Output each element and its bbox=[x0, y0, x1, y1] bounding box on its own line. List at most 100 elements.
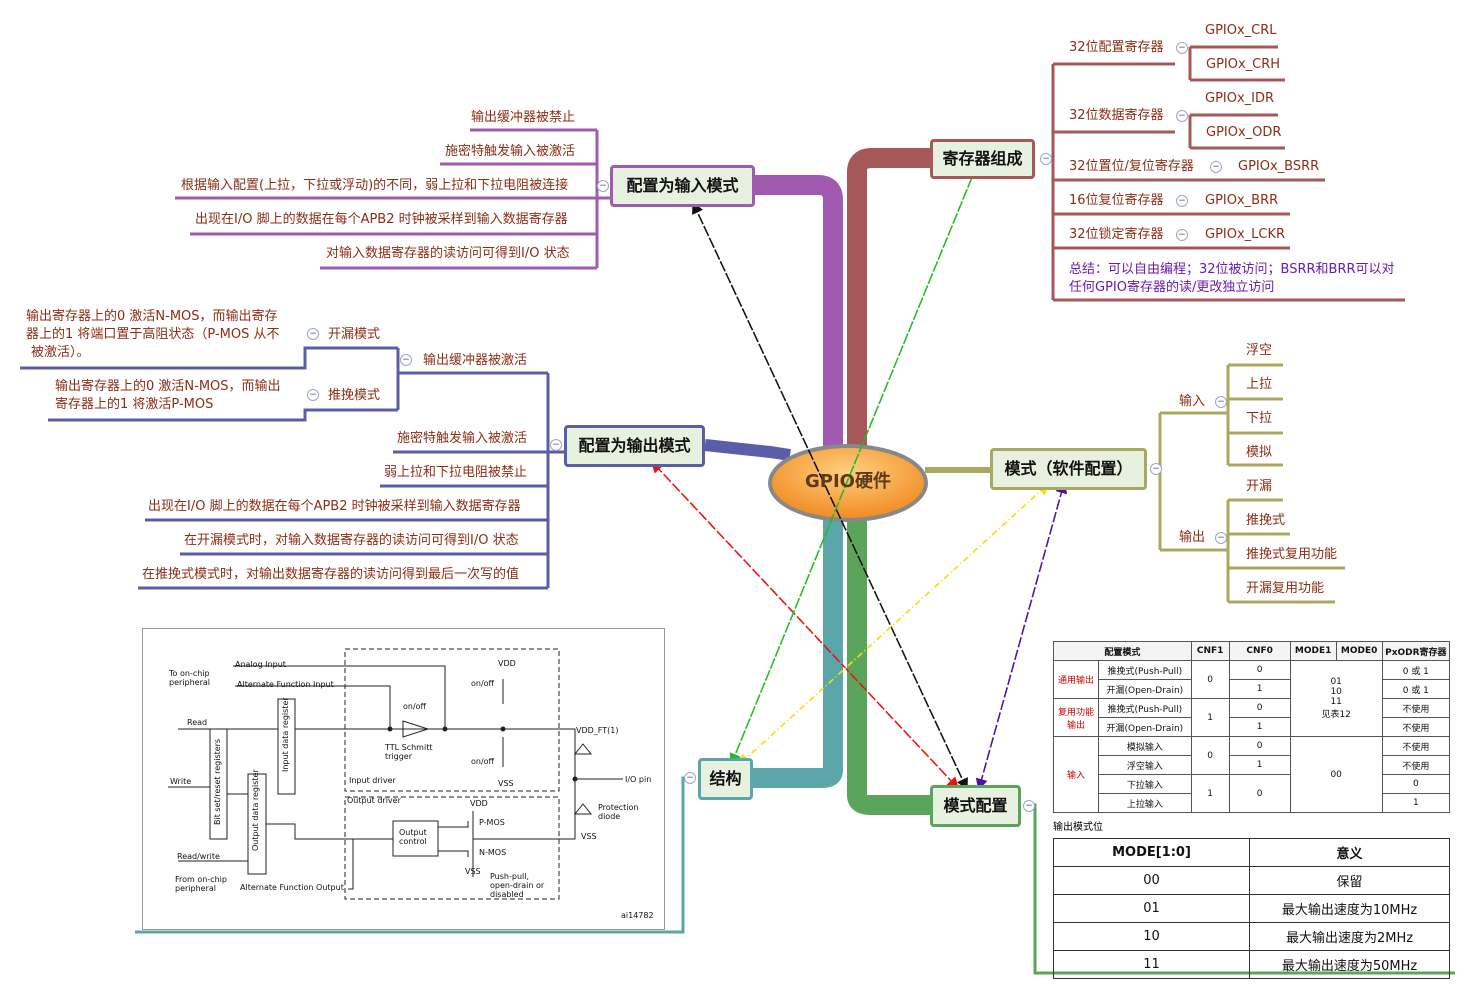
th-cnf1: CNF1 bbox=[1190, 641, 1230, 661]
sch-diode: diode bbox=[598, 812, 621, 821]
collapse-icon[interactable]: − bbox=[684, 772, 696, 784]
sch-open-drain: open-drain or bbox=[490, 881, 545, 890]
input-item-5: 对输入数据寄存器的读访问可得到I/O 状态 bbox=[326, 246, 570, 261]
cfg-cell: 0 bbox=[1228, 774, 1291, 813]
collapse-icon[interactable]: − bbox=[550, 439, 562, 451]
cfg-cell: 不使用 bbox=[1381, 698, 1451, 718]
soft-input-floating: 浮空 bbox=[1246, 343, 1273, 358]
cfg-cell: 1 bbox=[1381, 793, 1451, 813]
cfg-cell: 推挽式(Push-Pull) bbox=[1098, 660, 1192, 680]
sch-push-pull: Push-pull, bbox=[490, 872, 530, 881]
cfg-cell: 上拉输入 bbox=[1098, 793, 1192, 813]
cfg-cell: 1 bbox=[1228, 717, 1291, 737]
cfg-cell: 0 bbox=[1228, 660, 1291, 680]
gpio-structure-schematic: To on-chip peripheral Analog Input Alter… bbox=[142, 628, 665, 930]
mode-cell: 01 bbox=[1053, 894, 1250, 923]
soft-mode-node[interactable]: 模式（软件配置） bbox=[990, 448, 1147, 490]
collapse-icon[interactable]: − bbox=[1176, 42, 1188, 54]
cfg-cell: 1 bbox=[1228, 679, 1291, 699]
push-pull-label: 推挽模式 bbox=[328, 388, 381, 403]
th-meaning: 意义 bbox=[1249, 838, 1450, 867]
cfg-cell: 1 bbox=[1190, 698, 1230, 737]
reg-crl: GPIOx_CRL bbox=[1205, 23, 1277, 38]
cfg-cell: 开漏(Open-Drain) bbox=[1098, 717, 1192, 737]
input-mode-node[interactable]: 配置为输入模式 bbox=[610, 165, 755, 207]
sch-write: Write bbox=[170, 777, 192, 786]
cfg-cell: 不使用 bbox=[1381, 755, 1451, 775]
sch-vss: VSS bbox=[498, 779, 514, 788]
collapse-icon[interactable]: − bbox=[1215, 396, 1227, 408]
push-pull-desc-1: 输出寄存器上的0 激活N-MOS，而输出 bbox=[55, 379, 281, 394]
sch-analog-input: Analog Input bbox=[235, 660, 286, 669]
th-mode: MODE[1:0] bbox=[1053, 838, 1250, 867]
sch-vdd2: VDD bbox=[470, 799, 488, 808]
soft-output-pp-af: 推挽式复用功能 bbox=[1246, 547, 1338, 562]
open-drain-desc-2: 器上的1 将端口置于高阻状态（P-MOS 从不 bbox=[26, 327, 280, 342]
soft-output-label: 输出 bbox=[1179, 530, 1206, 545]
cfg-cell: 不使用 bbox=[1381, 736, 1451, 756]
sch-odr: Output data register bbox=[251, 769, 260, 851]
mode-cell: 最大输出速度为10MHz bbox=[1249, 894, 1450, 923]
sch-onoff-1: on/off bbox=[471, 679, 495, 688]
collapse-icon[interactable]: − bbox=[1150, 463, 1162, 475]
th-mode1: MODE1 bbox=[1289, 641, 1337, 661]
sch-input-driver: Input driver bbox=[349, 776, 396, 785]
sch-read: Read bbox=[187, 718, 208, 727]
collapse-icon[interactable]: − bbox=[1040, 153, 1052, 165]
center-node[interactable]: GPIO硬件 bbox=[805, 471, 891, 492]
input-item-2: 施密特触发输入被激活 bbox=[445, 144, 576, 159]
sch-disabled: disabled bbox=[490, 890, 524, 899]
sch-output-driver: Output driver bbox=[347, 796, 401, 805]
soft-output-pp: 推挽式 bbox=[1246, 513, 1286, 528]
open-drain-desc-1: 输出寄存器上的0 激活N-MOS，而输出寄存 bbox=[26, 309, 278, 324]
collapse-icon[interactable]: − bbox=[1215, 532, 1227, 544]
collapse-icon[interactable]: − bbox=[400, 354, 412, 366]
reg-odr: GPIOx_ODR bbox=[1206, 125, 1282, 140]
output-item-2: 弱上拉和下拉电阻被禁止 bbox=[384, 465, 528, 480]
output-item-4: 在开漏模式时，对输入数据寄存器的读访问可得到I/O 状态 bbox=[184, 533, 519, 548]
sch-peripheral2: peripheral bbox=[175, 884, 216, 893]
collapse-icon[interactable]: − bbox=[307, 328, 319, 340]
mode-cell: 最大输出速度为2MHz bbox=[1249, 922, 1450, 951]
sch-vss2: VSS bbox=[465, 867, 481, 876]
output-item-5: 在推挽式模式时，对输出数据寄存器的读访问得到最后一次写的值 bbox=[142, 567, 520, 582]
mode-val: 11 bbox=[1330, 697, 1342, 707]
cfg-cell: 下拉输入 bbox=[1098, 774, 1192, 794]
cfg-cell: 推挽式(Push-Pull) bbox=[1098, 698, 1192, 718]
sch-nmos: N-MOS bbox=[479, 848, 507, 857]
output-mode-node[interactable]: 配置为输出模式 bbox=[564, 425, 705, 467]
cfg-cell: 模拟输入 bbox=[1098, 736, 1192, 756]
cfg-cell: 0 bbox=[1228, 698, 1291, 718]
input-item-3: 根据输入配置(上拉，下拉或浮动)的不同，弱上拉和下拉电阻被连接 bbox=[181, 178, 569, 193]
soft-input-label: 输入 bbox=[1179, 394, 1206, 409]
cfg-mode-cell: 01 10 11 见表12 bbox=[1289, 660, 1383, 737]
cfg-cell: 0 bbox=[1190, 660, 1230, 699]
th-pxodr: PxODR寄存器 bbox=[1381, 641, 1451, 661]
collapse-icon[interactable]: − bbox=[1023, 800, 1035, 812]
mode-val: 见表12 bbox=[1321, 710, 1351, 720]
mode-cell: 保留 bbox=[1249, 866, 1450, 895]
registers-node[interactable]: 寄存器组成 bbox=[930, 139, 1035, 179]
push-pull-desc-2: 寄存器上的1 将激活P-MOS bbox=[55, 397, 214, 412]
collapse-icon[interactable]: − bbox=[597, 180, 609, 192]
reg-16-reset: 16位复位寄存器 bbox=[1069, 193, 1164, 208]
sch-bsr: Bit set/reset registers bbox=[213, 738, 222, 825]
collapse-icon[interactable]: − bbox=[307, 389, 319, 401]
reg-summary-line1: 总结：可以自由编程；32位被访问；BSRR和BRR可以对 bbox=[1069, 262, 1395, 277]
mode-config-node[interactable]: 模式配置 bbox=[930, 785, 1021, 827]
collapse-icon[interactable]: − bbox=[1210, 161, 1222, 173]
cfg-cell: 不使用 bbox=[1381, 717, 1451, 737]
reg-32-bsr: 32位置位/复位寄存器 bbox=[1069, 159, 1194, 174]
cfg-cell: 1 bbox=[1190, 774, 1230, 813]
reg-32-data: 32位数据寄存器 bbox=[1069, 108, 1164, 123]
group-general-output: 通用输出 bbox=[1053, 660, 1099, 699]
collapse-icon[interactable]: − bbox=[1176, 229, 1188, 241]
sch-read-write: Read/write bbox=[177, 852, 220, 861]
sch-peripheral: peripheral bbox=[169, 678, 210, 687]
mode-cell: 最大输出速度为50MHz bbox=[1249, 950, 1450, 979]
collapse-icon[interactable]: − bbox=[1176, 110, 1188, 122]
structure-node[interactable]: 结构 bbox=[698, 758, 753, 800]
center-node-shape bbox=[768, 444, 928, 522]
collapse-icon[interactable]: − bbox=[1176, 195, 1188, 207]
th-cnf0: CNF0 bbox=[1228, 641, 1291, 661]
